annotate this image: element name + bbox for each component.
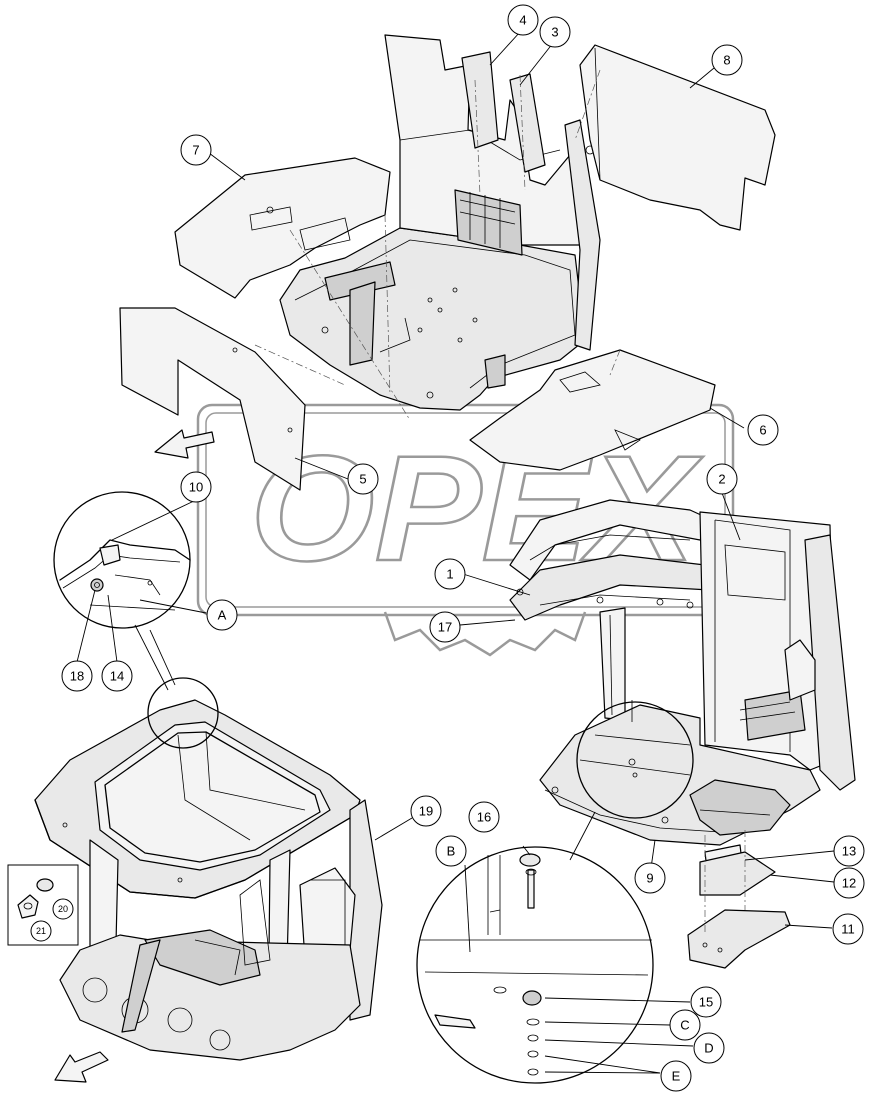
callout-14: 14 — [101, 660, 133, 692]
top-assembly — [119, 34, 776, 491]
svg-text:B: B — [447, 844, 456, 859]
svg-text:7: 7 — [192, 143, 199, 158]
trim-cover-3 — [509, 73, 546, 173]
floor-mat — [174, 157, 391, 299]
svg-text:E: E — [672, 1069, 681, 1084]
callout-8: 8 — [711, 44, 743, 76]
callout-9: 9 — [634, 862, 666, 894]
callout-18: 18 — [61, 660, 93, 692]
svg-text:16: 16 — [477, 810, 491, 825]
detail-a-circle — [53, 491, 191, 686]
callout-19: 19 — [410, 795, 442, 827]
svg-text:A: A — [218, 608, 227, 623]
svg-text:12: 12 — [842, 876, 856, 891]
callout-6: 6 — [747, 414, 779, 446]
lower-left-cab-assembly — [34, 624, 383, 1083]
svg-text:C: C — [680, 1018, 689, 1033]
callout-12: 12 — [833, 867, 865, 899]
svg-text:17: 17 — [438, 620, 452, 635]
callout-16: 16 — [468, 801, 500, 833]
svg-text:1: 1 — [446, 567, 453, 582]
floor-mat-right — [469, 349, 716, 471]
svg-text:5: 5 — [359, 472, 366, 487]
svg-text:11: 11 — [841, 922, 855, 937]
svg-text:21: 21 — [36, 926, 46, 936]
callout-4: 4 — [507, 4, 539, 36]
svg-text:10: 10 — [189, 480, 203, 495]
leader-lines — [76, 31, 835, 1074]
right-cab-assembly — [509, 499, 856, 969]
callout-5: 5 — [347, 463, 379, 495]
callout-15: 15 — [690, 986, 722, 1018]
svg-text:9: 9 — [646, 871, 653, 886]
callout-3: 3 — [539, 16, 571, 48]
cover-plate-11 — [687, 909, 791, 969]
svg-text:19: 19 — [419, 804, 433, 819]
callout-b: B — [435, 835, 467, 867]
trim-cover-4 — [461, 51, 499, 149]
cover-plate-12 — [699, 851, 776, 896]
svg-text:8: 8 — [723, 53, 730, 68]
callout-e: E — [660, 1060, 692, 1092]
side-trim-panel — [119, 307, 306, 491]
svg-text:6: 6 — [759, 423, 766, 438]
callout-17: 17 — [429, 611, 461, 643]
cab-floor-pan — [279, 227, 586, 411]
callout-20: 20 — [52, 898, 74, 920]
callout-13: 13 — [833, 835, 865, 867]
callout-1: 1 — [434, 558, 466, 590]
callout-d: D — [693, 1032, 725, 1064]
forward-arrow-icon-lower — [54, 1051, 109, 1083]
svg-text:14: 14 — [110, 669, 124, 684]
callout-c: C — [669, 1009, 701, 1041]
callout-10: 10 — [180, 471, 212, 503]
svg-text:2: 2 — [718, 472, 725, 487]
svg-text:4: 4 — [519, 13, 526, 28]
callout-2: 2 — [706, 463, 738, 495]
callout-7: 7 — [180, 134, 212, 166]
callout-a: A — [206, 599, 238, 631]
detail-bolt-stack-circle — [416, 811, 654, 1084]
svg-text:13: 13 — [842, 844, 856, 859]
forward-arrow-icon — [154, 429, 215, 459]
svg-text:D: D — [704, 1041, 713, 1056]
rear-insulation-panel — [579, 44, 776, 231]
svg-text:20: 20 — [58, 904, 68, 914]
callout-21: 21 — [30, 920, 52, 942]
svg-text:15: 15 — [699, 995, 713, 1010]
callout-11: 11 — [832, 913, 864, 945]
svg-text:18: 18 — [70, 669, 84, 684]
svg-text:3: 3 — [551, 25, 558, 40]
callouts: 4 3 8 7 6 5 2 10 1 A 17 18 14 19 16 B 13… — [30, 4, 865, 1092]
